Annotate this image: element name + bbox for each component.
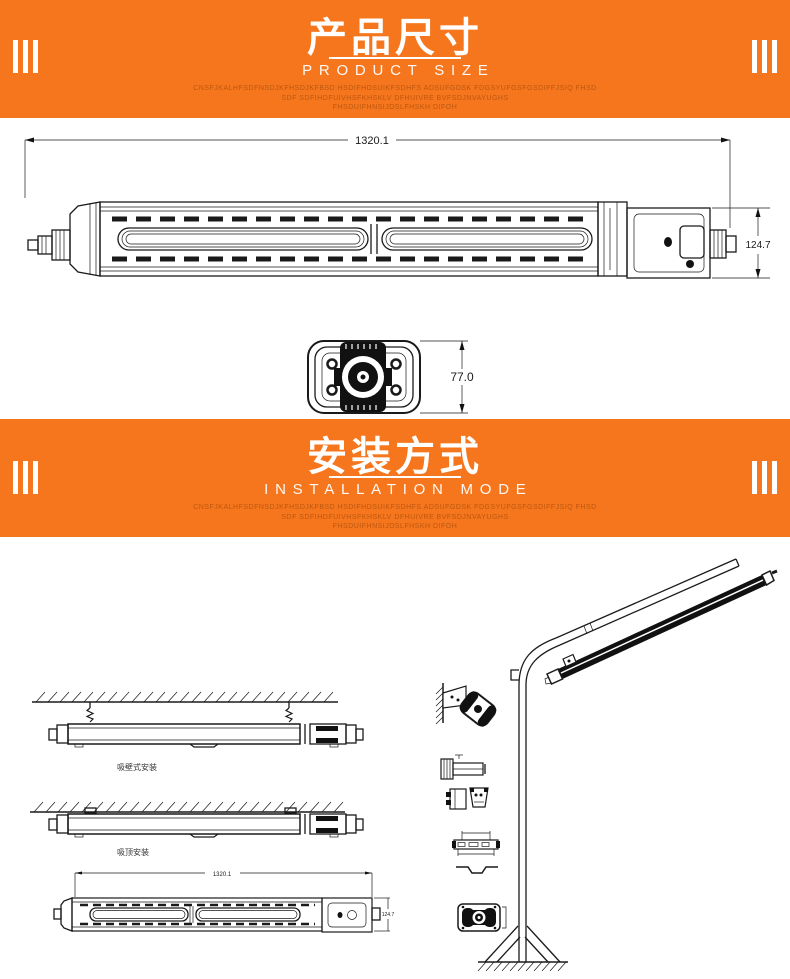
fine-print-line: FHSDUIFHNSIJDSLFHSKH DIFOH [332,523,458,530]
deco-bar [23,461,28,494]
ceiling-hatch [33,801,344,813]
deco-bar [752,40,757,73]
product-size-banner: 产品尺寸 PRODUCT SIZE CNSFJKALHFSDFNSDJKFHSD… [0,0,790,118]
suspended-mount-view [32,691,364,748]
flush-mount-view [30,801,364,838]
section-title-installation: 安装方式 [307,435,483,479]
ceiling-hatch [35,691,334,703]
section-subtitle-installation: INSTALLATION MODE [264,481,533,498]
deco-bars-right [752,40,777,73]
component-mounting-bar [452,831,500,856]
deco-bar [772,461,777,494]
height-dimension-text: 124.7 [745,240,770,251]
deco-bar [762,461,767,494]
driver-label-mark [664,237,672,247]
deco-bars-left [13,40,38,73]
fine-print-line: CNSFJKALHFSDFNSDJKFHSDJKFBSD HSDIFHDSUIK… [193,504,597,511]
deco-bar [752,461,757,494]
wall-mount-label: 吸壁式安装 [117,762,157,772]
component-wall-bracket [435,683,497,727]
fine-print-line: CNSFJKALHFSDFNSDJKFHSDJKFBSD HSDIFHDSUIK… [193,85,597,92]
dimensioned-top-view: 1320.1 124.7 [53,871,395,933]
component-connector [440,754,486,780]
deco-bar [23,40,28,73]
ground-hatch [477,961,567,972]
component-clamp-front [457,903,507,932]
dimension-height: 124.7 [712,207,771,279]
deco-bar [13,461,18,494]
dimension-length: 1320.1 [24,135,731,228]
component-hat-channel [456,866,498,874]
section-title-product-size: 产品尺寸 [307,16,483,60]
fine-print-line: SDF SDFIHDFUIVHSFKHSKLV DFHUIVRE BVFSDJN… [281,94,509,102]
installation-drawing: 吸壁式安装 [30,558,778,972]
fixture-end-view: 77.0 [307,340,474,414]
ceiling-mount-label: 吸顶安装 [117,847,149,857]
title-underline [329,57,461,59]
fine-print: CNSFJKALHFSDFNSDJKFHSDJKFBSD HSDIFHDSUIK… [95,503,695,532]
fixture-top-view [27,201,737,279]
installation-mode-banner: 安装方式 INSTALLATION MODE CNSFJKALHFSDFNSDJ… [0,419,790,537]
fine-print-line: SDF SDFIHDFUIVHSFKHSKLV DFHUIVRE BVFSDJN… [281,513,509,521]
width-dimension-text: 77.0 [450,370,474,384]
length-dimension-text: 1320.1 [355,135,389,147]
small-height-dimension-text: 124.7 [382,912,395,918]
deco-bar [772,40,777,73]
driver-screw-mark [686,260,694,268]
deco-bar [762,40,767,73]
deco-bars-left [13,461,38,494]
title-underline [329,476,461,478]
fine-print: CNSFJKALHFSDFNSDJKFHSDJKFBSD HSDIFHDSUIK… [95,84,695,113]
deco-bars-right [752,461,777,494]
deco-bar [33,40,38,73]
deco-bar [13,40,18,73]
fine-print-line: FHSDUIFHNSIJDSLFHSKH DIFOH [332,104,458,111]
product-dimension-drawing: 1320.1 [24,135,771,414]
pole-mount-view [477,558,778,972]
small-length-dimension-text: 1320.1 [213,872,232,878]
deco-bar [33,461,38,494]
component-clamp-halves [446,787,489,810]
section-subtitle-product-size: PRODUCT SIZE [302,62,495,79]
